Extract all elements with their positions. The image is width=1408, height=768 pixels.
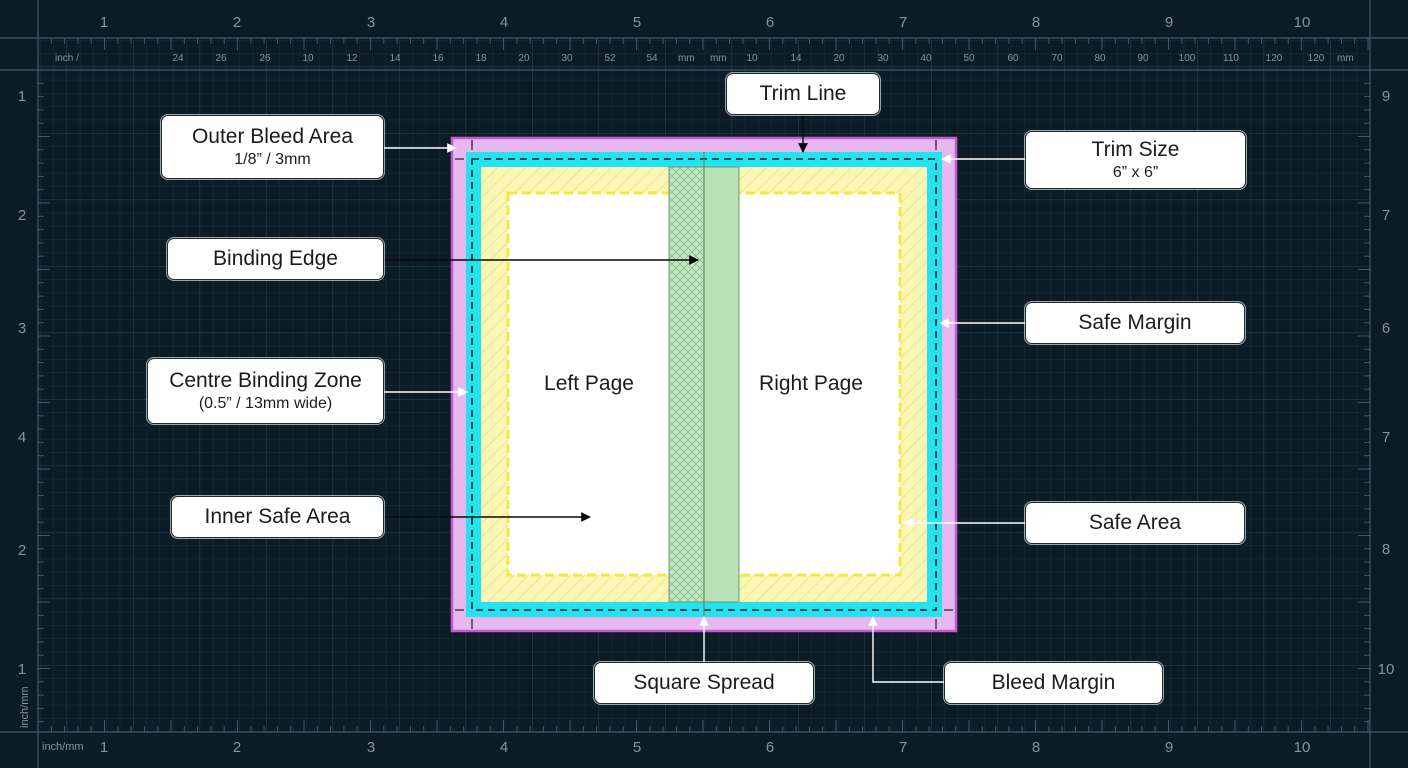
trim-size-subtitle: 6” x 6” — [1112, 163, 1159, 181]
ruler-mm-number: 60 — [1007, 53, 1019, 64]
safe-margin-callout: Safe Margin — [1025, 302, 1245, 344]
ruler-top-number: 2 — [233, 14, 241, 31]
ruler-mm-number: 80 — [1094, 53, 1106, 64]
square-spread — [450, 136, 958, 633]
trim-size-callout: Trim Size 6” x 6” — [1025, 131, 1246, 189]
ruler-bottom-number: 9 — [1165, 739, 1173, 756]
ruler-mm-number: 12 — [346, 53, 358, 64]
trim-line-title: Trim Line — [759, 82, 847, 106]
centre-binding-callout: Centre Binding Zone (0.5” / 13mm wide) — [147, 358, 384, 424]
ruler-top-number: 1 — [100, 14, 108, 31]
safe-margin-title: Safe Margin — [1078, 311, 1192, 335]
ruler-mm-number: 26 — [215, 53, 227, 64]
outer-bleed-title: Outer Bleed Area — [191, 125, 354, 149]
ruler-bottom-number: 3 — [367, 739, 375, 756]
ruler-unit-label-top: inch / — [55, 53, 79, 64]
ruler-bottom-number: 4 — [500, 739, 508, 756]
ruler-mm-number: 40 — [920, 53, 932, 64]
binding-zone-left — [668, 166, 705, 603]
ruler-mm-number: 110 — [1223, 53, 1239, 64]
ruler-right-number: 9 — [1382, 88, 1390, 105]
ruler-right-number: 10 — [1378, 661, 1395, 678]
ruler-mm-number: 20 — [833, 53, 845, 64]
ruler-bottom-number: 6 — [766, 739, 774, 756]
ruler-unit-label-bottom: inch/mm — [42, 741, 84, 753]
outer-bleed-callout: Outer Bleed Area 1/8” / 3mm — [161, 115, 384, 179]
ruler-mm-number: 50 — [963, 53, 975, 64]
ruler-bottom-number: 10 — [1294, 739, 1311, 756]
ruler-left-number: 2 — [18, 542, 26, 559]
binding-edge-callout: Binding Edge — [167, 238, 384, 280]
inner-safe-area-callout: Inner Safe Area — [171, 496, 384, 538]
ruler-top-number: 5 — [633, 14, 641, 31]
ruler-mm-number: 24 — [172, 53, 184, 64]
ruler-mm-number: 100 — [1179, 53, 1196, 64]
ruler-mm-number: 10 — [746, 53, 758, 64]
bleed-margin-title: Bleed Margin — [991, 671, 1116, 695]
ruler-mm-number: 70 — [1051, 53, 1063, 64]
ruler-right-number: 6 — [1382, 320, 1390, 337]
centre-binding-title: Centre Binding Zone — [169, 369, 362, 393]
square-spread-title: Square Spread — [633, 671, 775, 695]
ruler-mm-label-3: mm — [1337, 53, 1354, 64]
safe-area-title: Safe Area — [1088, 511, 1182, 535]
ruler-mm-number: 20 — [518, 53, 530, 64]
ruler-mm-number: 30 — [561, 53, 573, 64]
ruler-mm-number: 18 — [475, 53, 487, 64]
centre-binding-subtitle: (0.5” / 13mm wide) — [198, 394, 333, 412]
ruler-bottom-number: 5 — [633, 739, 641, 756]
inner-safe-area-title: Inner Safe Area — [204, 505, 351, 529]
ruler-mm-label-1: mm — [678, 53, 695, 64]
ruler-top-number: 7 — [899, 14, 907, 31]
ruler-unit-label-side: inch/mm — [19, 686, 31, 728]
left-page-label: Left Page — [544, 372, 634, 395]
ruler-mm-number: 120 — [1308, 53, 1325, 64]
ruler-mm-number: 14 — [389, 53, 401, 64]
ruler-mm-number: 54 — [646, 53, 658, 64]
safe-area-callout: Safe Area — [1025, 502, 1245, 544]
ruler-mm-number: 52 — [604, 53, 616, 64]
binding-edge-title: Binding Edge — [213, 247, 338, 271]
ruler-right-number: 7 — [1382, 207, 1390, 224]
ruler-mm-number: 14 — [790, 53, 802, 64]
ruler-mm-number: 16 — [432, 53, 444, 64]
ruler-top-number: 8 — [1032, 14, 1040, 31]
ruler-mm-number: 120 — [1266, 53, 1283, 64]
ruler-top-number: 10 — [1294, 14, 1311, 31]
ruler-mm-label-2: mm — [710, 53, 727, 64]
ruler-top-number: 4 — [500, 14, 508, 31]
ruler-top-number: 6 — [766, 14, 774, 31]
ruler-mm-number: 26 — [259, 53, 271, 64]
ruler-left-number: 2 — [18, 207, 26, 224]
ruler-bottom-number: 1 — [100, 739, 108, 756]
trim-line-callout: Trim Line — [726, 73, 880, 115]
ruler-left-number: 4 — [18, 429, 26, 446]
ruler-right-number: 8 — [1382, 541, 1390, 558]
ruler-mm-number: 30 — [877, 53, 889, 64]
binding-zone-right — [703, 166, 740, 603]
bleed-margin-arrow — [868, 616, 944, 683]
ruler-top-number: 9 — [1165, 14, 1173, 31]
ruler-mm-number: 90 — [1137, 53, 1149, 64]
ruler-left-number: 1 — [18, 88, 26, 105]
ruler-mm-number: 10 — [302, 53, 314, 64]
crop-marks — [455, 140, 953, 629]
right-page-label: Right Page — [759, 372, 863, 395]
ruler-left-number: 1 — [18, 661, 26, 678]
ruler-bottom-number: 2 — [233, 739, 241, 756]
square-spread-callout: Square Spread — [594, 662, 814, 704]
ruler-top-number: 3 — [367, 14, 375, 31]
outer-bleed-subtitle: 1/8” / 3mm — [234, 150, 311, 168]
bleed-margin-callout: Bleed Margin — [944, 662, 1163, 704]
ruler-left-number: 3 — [18, 320, 26, 337]
ruler-bottom-number: 8 — [1032, 739, 1040, 756]
ruler-right-number: 7 — [1382, 429, 1390, 446]
ruler-bottom-number: 7 — [899, 739, 907, 756]
trim-size-title: Trim Size — [1091, 138, 1180, 162]
